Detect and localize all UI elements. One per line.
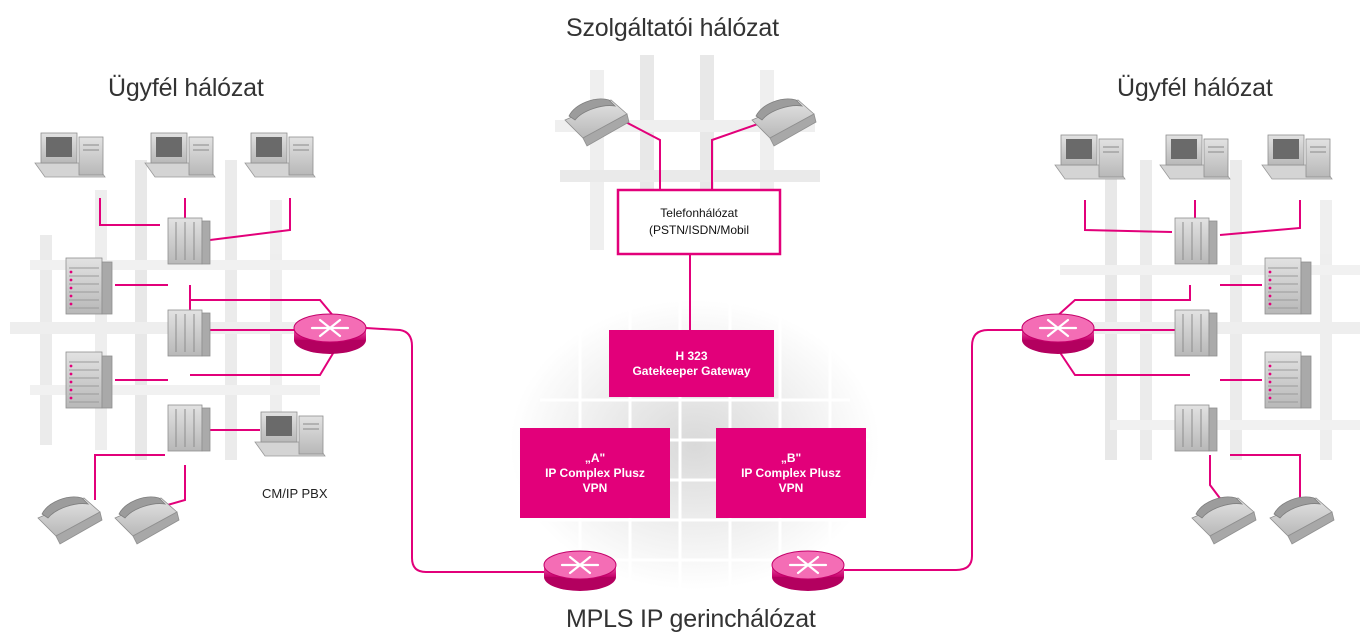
- vpn-a-label: „A" IP Complex Plusz VPN: [520, 428, 670, 518]
- telephone-icon: [564, 98, 630, 147]
- switch-icon: [1174, 217, 1218, 265]
- computer-icon: [244, 132, 316, 178]
- switch-icon: [167, 404, 211, 452]
- phone-network-line1: Telefonhálózat: [660, 206, 738, 220]
- router-icon: [542, 549, 618, 593]
- computer-icon: [34, 132, 106, 178]
- telephone-icon: [37, 496, 103, 545]
- gateway-line1: H 323: [675, 348, 708, 363]
- vpn-b-line2: IP Complex Plusz: [741, 465, 841, 480]
- computer-icon: [1261, 134, 1333, 180]
- customer-network-title-left: Ügyfél hálózat: [108, 74, 264, 102]
- pbx-computer-icon: [254, 411, 326, 457]
- provider-network-title: Szolgáltatói hálózat: [566, 14, 779, 42]
- provider-links: [617, 117, 776, 330]
- backbone-links: [365, 327, 1024, 573]
- telephone-icon: [1191, 496, 1257, 545]
- vpn-a-line1: „A": [584, 450, 606, 465]
- gateway-line2: Gatekeeper Gateway: [632, 363, 751, 378]
- vpn-a-line2: IP Complex Plusz: [545, 465, 645, 480]
- switch-icon: [1174, 404, 1218, 452]
- phone-network-label: Telefonhálózat (PSTN/ISDN/Mobil: [618, 190, 780, 254]
- telephone-icon: [1269, 496, 1335, 545]
- vpn-b-label: „B" IP Complex Plusz VPN: [716, 428, 866, 518]
- provider-network: [510, 55, 880, 593]
- left-links: [94, 198, 336, 511]
- pbx-label: CM/IP PBX: [262, 486, 328, 501]
- vpn-b-line1: „B": [780, 450, 802, 465]
- vpn-a-line3: VPN: [582, 480, 608, 495]
- vpn-a-box: [520, 428, 670, 518]
- phone-network-line2: (PSTN/ISDN/Mobil: [648, 223, 749, 237]
- grid-background: [1040, 160, 1360, 460]
- server-rack-icon: [1264, 351, 1312, 409]
- server-rack-icon: [65, 257, 113, 315]
- switch-icon: [167, 309, 211, 357]
- router-icon: [770, 549, 846, 593]
- right-links: [1054, 200, 1301, 506]
- customer-network-title-right: Ügyfél hálózat: [1117, 74, 1273, 102]
- computer-icon: [1159, 134, 1231, 180]
- gateway-box: [609, 330, 774, 397]
- left-customer-network: [10, 132, 368, 545]
- right-customer-network: [1020, 134, 1360, 545]
- router-icon: [1020, 312, 1096, 356]
- phone-network-box: [616, 188, 782, 256]
- router-icon: [292, 312, 368, 356]
- server-rack-icon: [1264, 257, 1312, 315]
- server-rack-icon: [65, 351, 113, 409]
- vpn-b-line3: VPN: [778, 480, 804, 495]
- computer-icon: [144, 132, 216, 178]
- vpn-b-box: [716, 428, 866, 518]
- backbone-title: MPLS IP gerinchálózat: [566, 605, 816, 633]
- computer-icon: [1054, 134, 1126, 180]
- switch-icon: [167, 217, 211, 265]
- gateway-label: H 323 Gatekeeper Gateway: [609, 330, 774, 397]
- switch-icon: [1174, 309, 1218, 357]
